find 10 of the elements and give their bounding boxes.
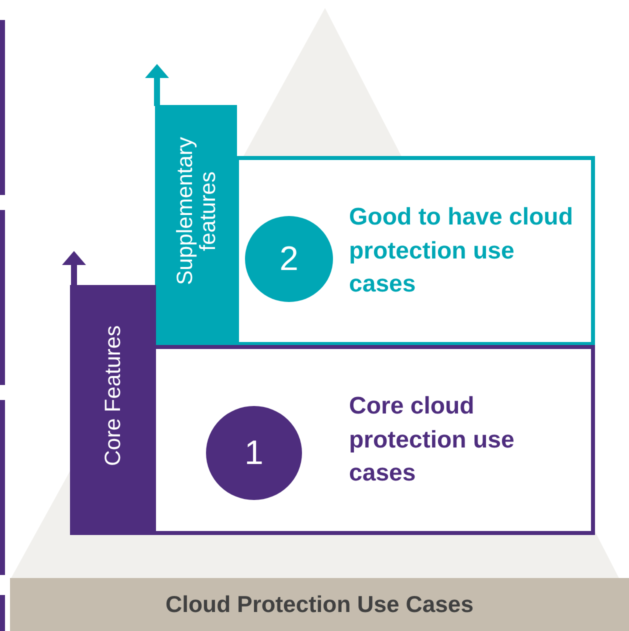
use-case-panel — [235, 156, 595, 346]
number-badge: 1 — [206, 406, 302, 500]
bar-label: Supplementary features — [172, 136, 220, 287]
bar-label: Core Features — [101, 324, 125, 468]
number-badge: 2 — [245, 216, 333, 302]
panel-text: Core cloud protection use cases — [349, 392, 516, 489]
base-band: Cloud Protection Use Cases — [10, 578, 629, 631]
panel-text: Good to have cloud protection use cases — [349, 202, 574, 300]
feature-bar — [70, 285, 156, 535]
feature-bar — [155, 105, 237, 345]
